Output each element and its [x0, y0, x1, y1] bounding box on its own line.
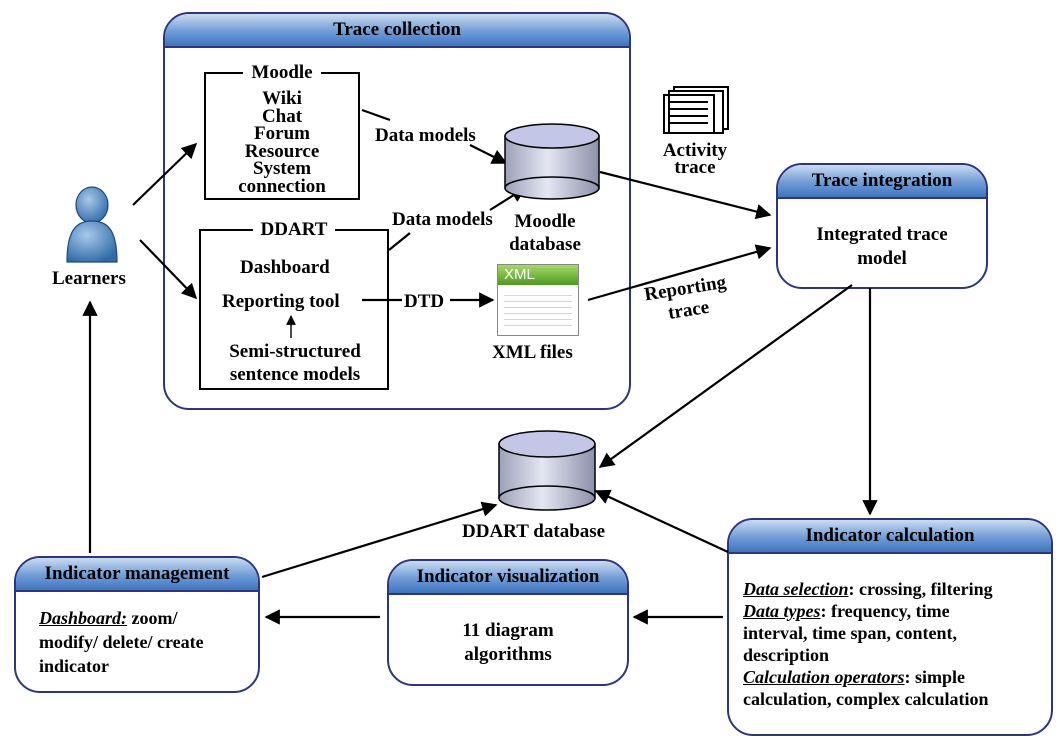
integrated-trace-model: Integrated trace [816, 224, 948, 245]
calculation-operators-label: Calculation operators [743, 667, 905, 687]
dashboard-label: Dashboard [240, 257, 330, 278]
ddart-title: DDART [252, 219, 336, 240]
moodle-box: Moodle Wiki Chat Forum Resource System c… [204, 62, 360, 200]
arrow-moodledb-integration [599, 170, 772, 220]
xml-badge: XML [498, 265, 578, 285]
indicator-management-title: Indicator management [16, 558, 258, 592]
data-models-label-1: Data models [375, 125, 476, 146]
arrow-xml-integration [587, 244, 772, 302]
learner-person-icon [66, 186, 118, 263]
activity-trace-label: Activity trace [662, 140, 728, 178]
moodle-item-system: System [252, 158, 312, 179]
arrow-moodle-db [361, 108, 506, 163]
sentence-models-label: Semi-structured sentence models [229, 341, 361, 385]
ddart-database-label: DDART database [462, 521, 606, 542]
reporting-tool-label: Reporting tool [222, 291, 340, 312]
moodle-database-icon [504, 123, 600, 200]
trace-collection-title: Trace collection [165, 14, 629, 48]
trace-integration-title: Trace integration [778, 165, 986, 199]
dashboard-label-management: Dashboard: [39, 608, 128, 628]
arrow-calculation-ddartdb [594, 489, 729, 553]
learners-label: Learners [52, 268, 126, 289]
trace-integration-panel: Trace integration Integrated trace model [776, 163, 988, 289]
xml-file-icon: XML [497, 264, 579, 336]
data-selection-label: Data selection [743, 579, 849, 599]
ddart-database-icon [498, 430, 596, 511]
indicator-calculation-title: Indicator calculation [729, 520, 1051, 554]
ddart-box: DDART [199, 219, 389, 390]
data-types-label: Data types [743, 601, 821, 621]
moodle-item-connection: connection [238, 175, 326, 197]
moodle-title: Moodle [243, 62, 321, 83]
activity-trace-icon [659, 86, 739, 140]
dtd-label: DTD [404, 291, 445, 312]
indicator-calculation-panel: Indicator calculation Data selection: cr… [727, 518, 1053, 736]
indicator-visualization-title: Indicator visualization [389, 561, 627, 595]
arrow-integration-ddartdb [598, 284, 853, 468]
moodle-item-resource: Resource [244, 140, 320, 162]
data-models-label-2: Data models [392, 209, 493, 230]
moodle-item-forum: Forum [254, 123, 310, 144]
xml-files-label: XML files [492, 342, 573, 363]
moodle-database-label: Moodle database [509, 211, 581, 255]
arrow-learners-moodle [132, 142, 198, 206]
arrow-management-ddartdb [261, 501, 498, 579]
moodle-item-chat: Chat [261, 105, 303, 127]
arrow-learners-ddart [139, 239, 198, 300]
arrow-ddart-db [388, 188, 525, 251]
indicator-visualization-panel: Indicator visualization 11 diagram algor… [387, 559, 629, 686]
moodle-item-wiki: Wiki [262, 88, 302, 109]
indicator-management-panel: Indicator management Dashboard: zoom/ mo… [14, 556, 260, 693]
